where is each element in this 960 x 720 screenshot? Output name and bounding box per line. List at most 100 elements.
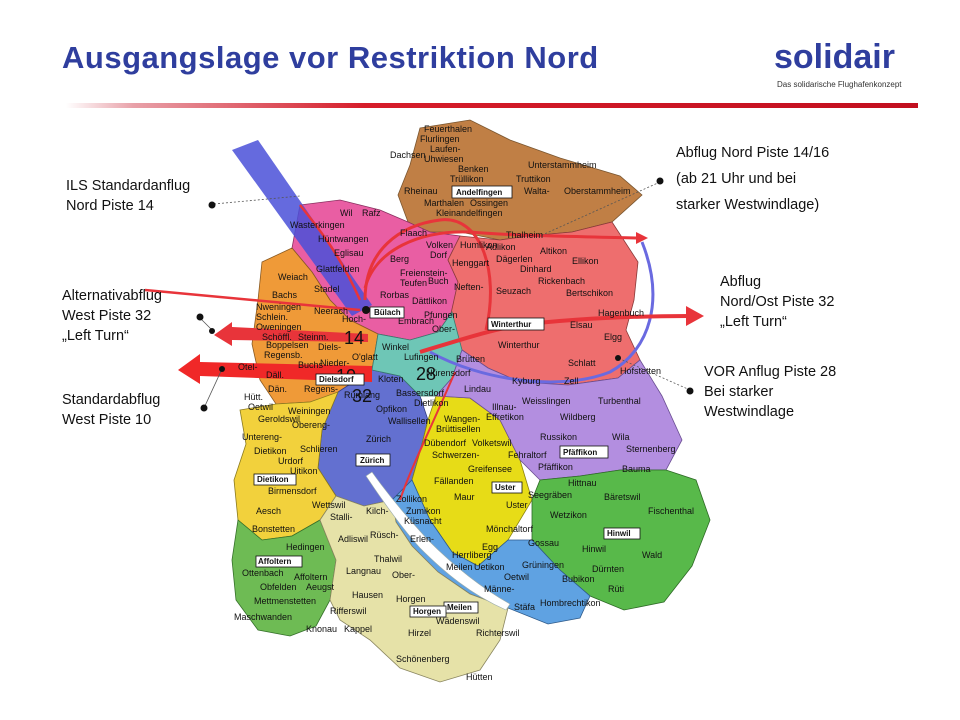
dot-alt-west — [196, 313, 204, 321]
place-label: Wetzikon — [550, 510, 587, 520]
dot-std-west — [200, 404, 208, 412]
svg-text:Zürich: Zürich — [360, 456, 385, 465]
place-label: Zollikon — [396, 494, 427, 504]
place-label: Uhwiesen — [424, 154, 464, 164]
place-label: Ottenbach — [242, 568, 284, 578]
place-label: Meilen — [446, 562, 473, 572]
place-label: Egg — [482, 542, 498, 552]
route-left-turn — [363, 218, 492, 331]
place-label: Kappel — [344, 624, 372, 634]
box-uster: Uster — [491, 481, 523, 494]
place-label: Weisslingen — [522, 396, 570, 406]
place-label: Eglisau — [334, 248, 364, 258]
box-pfaeffikon: Pfäffikon — [559, 445, 609, 459]
district-affoltern[interactable] — [231, 519, 337, 637]
place-label: Dübendorf — [424, 438, 467, 448]
place-label: Dachsen — [390, 150, 426, 160]
place-label: Oweningen — [256, 322, 302, 332]
place-label: Schwerzen- — [432, 450, 480, 460]
place-label: Winterthur — [498, 340, 540, 350]
place-label: Ober- — [432, 324, 455, 334]
place-label: Wald — [642, 550, 662, 560]
place-label: Kloten — [378, 374, 404, 384]
place-label: Illnau- — [492, 402, 517, 412]
place-label: Kilch- — [366, 506, 389, 516]
place-label: Thalwil — [374, 554, 402, 564]
box-meilen: Meilen — [443, 601, 479, 614]
svg-text:Dielsdorf: Dielsdorf — [319, 375, 354, 384]
place-label: Kleinandelfingen — [436, 208, 503, 218]
place-label: Turbenthal — [598, 396, 641, 406]
place-label: Rafz — [362, 208, 381, 218]
place-label: Dättlikon — [412, 296, 447, 306]
brand-logo: solidair — [774, 38, 895, 76]
place-label: Affoltern — [294, 572, 327, 582]
place-label: Gossau — [528, 538, 559, 548]
place-label: Grüningen — [522, 560, 564, 570]
box-horgen: Horgen — [409, 605, 447, 618]
ils-approach-beam — [232, 140, 372, 316]
place-label: Wil — [340, 208, 353, 218]
place-label: Neften- — [454, 282, 484, 292]
place-label: Rickenbach — [538, 276, 585, 286]
place-label: Dinhard — [520, 264, 552, 274]
svg-text:Bülach: Bülach — [374, 308, 401, 317]
runway-32-label: 32 — [352, 386, 372, 406]
place-label: Obereng- — [292, 420, 330, 430]
place-label: Kyburg — [512, 376, 541, 386]
leader-alt-west — [199, 317, 213, 331]
place-label: Seegräben — [528, 490, 572, 500]
place-label: Zell — [564, 376, 579, 386]
place-label: Weiach — [278, 272, 308, 282]
place-label: Stadel — [314, 284, 340, 294]
place-label: Bubikon — [562, 574, 595, 584]
place-label: Schlein. — [256, 312, 288, 322]
place-label: Adlikon — [486, 242, 516, 252]
box-dielsdorf: Dielsdorf — [315, 373, 365, 386]
place-label: Wildberg — [560, 412, 596, 422]
runway-14-label: 14 — [344, 328, 364, 348]
dot-alt-west-end — [209, 328, 215, 334]
place-label: Rümlang — [344, 390, 380, 400]
page-title: Ausgangslage vor Restriktion Nord — [62, 40, 599, 75]
place-label: Berg — [390, 254, 409, 264]
place-label: Otel- — [238, 362, 258, 372]
place-label: Embrach — [398, 316, 434, 326]
place-label: Lindau — [464, 384, 491, 394]
place-label: Hagenbuch — [598, 308, 644, 318]
place-label: Bachs — [272, 290, 298, 300]
place-label: Schönenberg — [396, 654, 450, 664]
place-label: Fällanden — [434, 476, 474, 486]
dot-north — [656, 177, 664, 185]
place-label: Pfungen — [424, 310, 458, 320]
place-label: Sternenberg — [626, 444, 676, 454]
place-label: Hirzel — [408, 628, 431, 638]
place-label: Dietlikon — [414, 398, 449, 408]
place-label: Hombrechtikon — [540, 598, 601, 608]
place-label: Hofstetten — [620, 366, 661, 376]
place-label: Urdorf — [278, 456, 304, 466]
place-label: Marthalen — [424, 198, 464, 208]
place-label: Dietikon — [254, 446, 287, 456]
box-buelach: Bülach — [369, 306, 405, 319]
place-label: Steinm. — [298, 332, 329, 342]
place-label: Henggart — [452, 258, 490, 268]
place-label: Maschwanden — [234, 612, 292, 622]
departure-west-32-arrow — [214, 322, 368, 346]
place-label: Russikon — [540, 432, 577, 442]
place-label: Maur — [454, 492, 475, 502]
place-label: Lufingen — [404, 352, 439, 362]
place-label: Langnau — [346, 566, 381, 576]
place-label: Feuerthalen — [424, 124, 472, 134]
brand-tagline: Das solidarische Flughafenkonzept — [777, 80, 902, 89]
place-label: Richterswil — [476, 628, 520, 638]
leader-vor — [617, 357, 691, 391]
place-label: Bonstetten — [252, 524, 295, 534]
place-label: Glattfelden — [316, 264, 360, 274]
place-label: Benken — [458, 164, 489, 174]
place-label: Bäretswil — [604, 492, 641, 502]
box-dietikon: Dietikon — [253, 473, 297, 486]
place-label: Rüti — [608, 584, 624, 594]
runway-28-label: 28 — [416, 364, 436, 384]
